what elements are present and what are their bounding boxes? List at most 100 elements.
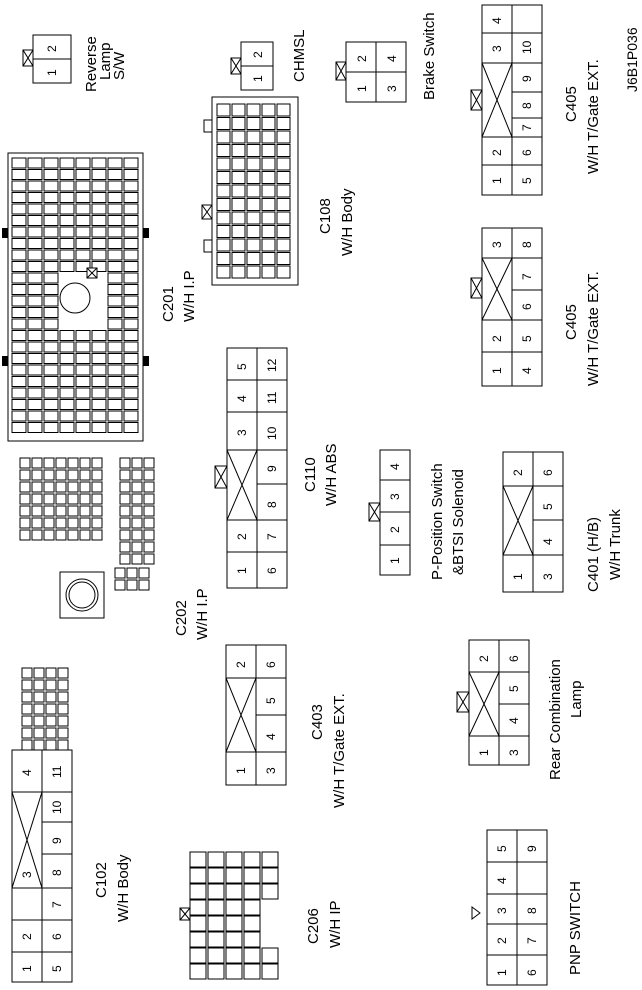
pin-cavity: [75, 157, 91, 169]
connector-c108: C108 W/H Body: [201, 96, 356, 286]
pin-cavity: [143, 481, 155, 493]
pin-label: 8: [265, 501, 279, 508]
pin-cavity: [75, 422, 91, 433]
pin-cavity: [11, 169, 27, 180]
pin-cavity: [243, 883, 261, 900]
pin-cavity: [225, 899, 243, 916]
pin-label: 4: [388, 463, 402, 470]
pin-cavity: [123, 169, 139, 180]
pin-cavity: [67, 493, 79, 505]
pin-cavity: [43, 422, 59, 433]
pin-cavity: [43, 399, 59, 410]
pin-cavity: [107, 330, 123, 341]
pin-label: 5: [541, 503, 555, 510]
pin-label: 2: [490, 335, 504, 342]
pin-cavity: [107, 410, 123, 422]
pin-label: 7: [50, 901, 64, 908]
pin-label: 5: [50, 965, 64, 972]
pin-cavity: [11, 387, 27, 399]
pin-cavity: [43, 318, 59, 330]
pin-cavity: [19, 493, 31, 505]
pin-cavity: [55, 505, 67, 517]
pin-cavity: [138, 579, 150, 591]
pin-cavity: [189, 883, 207, 900]
pin-cavity: [27, 410, 43, 422]
pin-cavity: [43, 330, 59, 341]
pin-cavity: [11, 192, 27, 203]
connector-label: W/H I.P: [181, 270, 198, 322]
pin-label: 1: [495, 969, 509, 976]
pin-cavity: [246, 130, 261, 144]
connector-c403: 1 2 3 4 5 6 C403 W/H T/Gate EXT.: [225, 644, 348, 808]
pin-cavity: [189, 867, 207, 884]
pin-cavity: [143, 457, 155, 469]
pin-cavity: [107, 272, 123, 284]
pin-cavity: [123, 180, 139, 192]
pin-cavity: [57, 679, 69, 691]
pin-label: 3: [20, 871, 34, 878]
pin-cavity: [27, 387, 43, 399]
pin-label: 2: [45, 45, 59, 52]
pin-cavity: [67, 481, 79, 493]
pin-cavity: [143, 553, 155, 565]
pin-cavity: [43, 410, 59, 422]
pin-label: 3: [490, 241, 504, 248]
pin-cavity: [91, 399, 107, 410]
pin-cavity: [11, 284, 27, 295]
pin-cavity: [207, 867, 225, 884]
pin-cavity: [11, 410, 27, 422]
pin-cavity: [189, 931, 207, 948]
connector-label: W/H IP: [327, 901, 344, 949]
connector-label: C202: [173, 600, 190, 636]
pin-cavity: [216, 198, 231, 211]
pin-cavity: [216, 252, 231, 265]
connector-label: Lamp: [97, 42, 114, 80]
pin-cavity: [123, 295, 139, 307]
pin-cavity: [75, 238, 91, 249]
connector-c201: C201 W/H I.P: [2, 152, 198, 442]
pin-cavity: [59, 376, 75, 387]
pin-label: 4: [235, 395, 249, 402]
pin-cavity: [225, 883, 243, 900]
pin-cavity: [243, 963, 261, 980]
pin-cavity: [21, 739, 33, 751]
pin-cavity: [189, 947, 207, 964]
pin-cavity: [11, 226, 27, 238]
pin-cavity: [75, 364, 91, 376]
pin-cavity: [107, 364, 123, 376]
pin-cavity: [59, 203, 75, 215]
pin-cavity: [59, 157, 75, 169]
pin-cavity: [261, 252, 276, 265]
pin-label: 2: [477, 655, 491, 662]
pin-cavity: [231, 211, 246, 225]
pin-cavity: [11, 249, 27, 261]
pin-label: 5: [520, 177, 534, 184]
pin-cavity: [261, 225, 276, 238]
pin-cavity: [246, 265, 261, 279]
pin-label: 5: [264, 697, 278, 704]
pin-cavity: [31, 493, 43, 505]
pin-cavity: [27, 272, 43, 284]
pin-cavity: [231, 252, 246, 265]
pin-cavity: [27, 157, 43, 169]
pin-label: 1: [490, 177, 504, 184]
pin-cavity: [75, 341, 91, 353]
pin-cavity: [131, 469, 143, 481]
pin-label: 9: [265, 465, 279, 472]
pin-cavity: [19, 469, 31, 481]
pin-label: 7: [520, 273, 534, 280]
pin-label: 2: [495, 937, 509, 944]
connector-label: C206: [305, 908, 322, 944]
pin-cavity: [216, 238, 231, 252]
pin-cavity: [59, 410, 75, 422]
pin-label: 4: [507, 717, 521, 724]
pin-label: 5: [520, 335, 534, 342]
connector-label: C405: [563, 304, 580, 340]
pin-cavity: [75, 226, 91, 238]
pin-cavity: [31, 517, 43, 529]
pin-cavity: [21, 667, 33, 679]
pin-label: 7: [525, 937, 539, 944]
pin-cavity: [79, 469, 91, 481]
pin-cavity: [19, 517, 31, 529]
